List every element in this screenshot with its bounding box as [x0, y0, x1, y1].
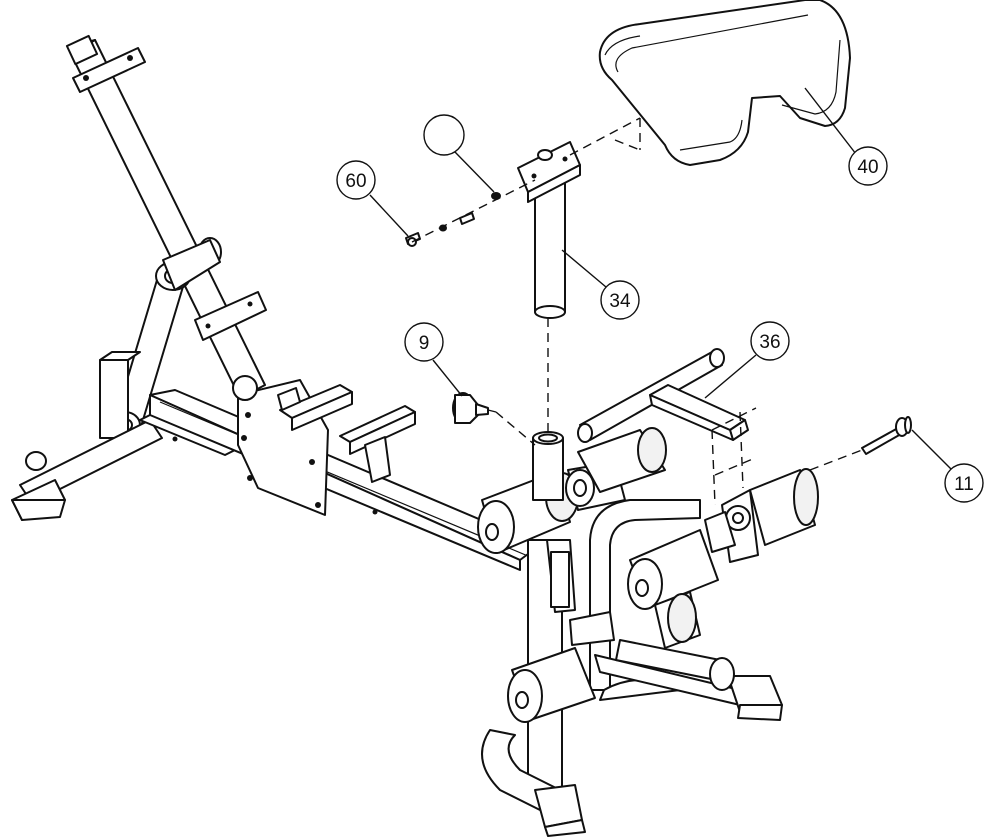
- support-strut: [99, 237, 222, 439]
- callout-36: 36: [704, 321, 790, 399]
- callout-34: 34: [561, 249, 640, 320]
- handle-bar-part-36: [577, 348, 749, 443]
- callout-blank: [423, 114, 495, 193]
- curved-foot: [481, 729, 586, 837]
- callout-34-label: 34: [609, 291, 631, 312]
- leg-rollers: [507, 427, 735, 723]
- arm-pad-part-40: [598, 0, 851, 166]
- callout-11-label: 11: [954, 474, 974, 495]
- pin-part-11: [861, 416, 912, 455]
- callout-36-label: 36: [759, 332, 780, 353]
- callout-40-label: 40: [857, 157, 878, 178]
- upright-column: [65, 34, 267, 399]
- seat-brackets: [277, 384, 416, 483]
- callout-9: 9: [404, 322, 463, 397]
- bolt-set-part-60: [405, 192, 501, 247]
- front-leg-assembly: [527, 499, 783, 791]
- right-roller-bracket: [704, 468, 819, 563]
- knob-part-9: [452, 392, 497, 424]
- callout-60-label: 60: [345, 171, 366, 192]
- callout-60: 60: [336, 160, 409, 237]
- post-tube-part-34: [517, 141, 581, 319]
- callout-11: 11: [911, 429, 984, 503]
- assembly-guide-lines: [411, 117, 863, 506]
- callout-9-label: 9: [419, 333, 430, 354]
- callout-40: 40: [804, 87, 888, 186]
